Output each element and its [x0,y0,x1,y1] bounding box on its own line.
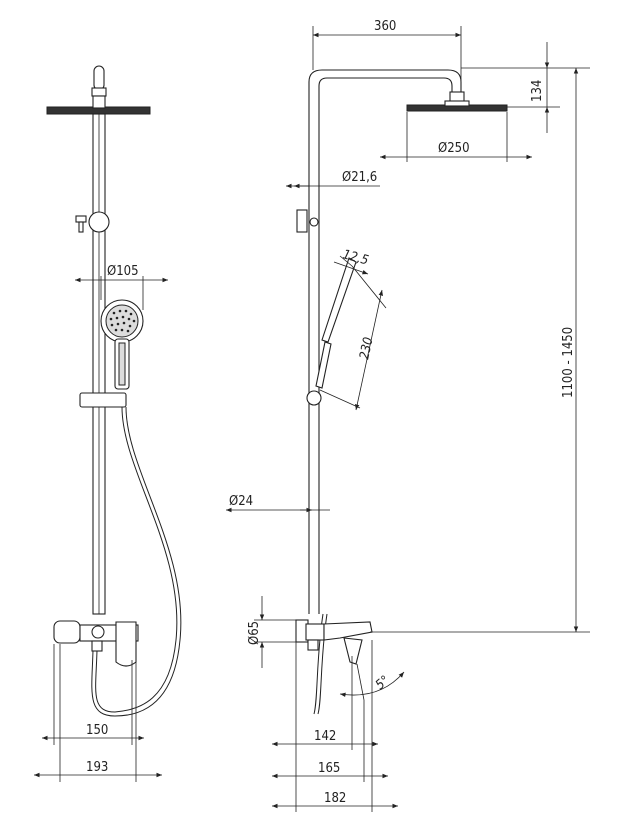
column-top-collar [91,87,107,97]
front-view: Ø105 150 193 [34,65,182,782]
dim-360: 360 [374,19,396,34]
diverter-knob-front [88,211,110,233]
head-connector-front [92,95,106,109]
hand-shower-side [321,257,357,343]
dim-spout-angle: 5° [373,673,393,693]
side-view: 360 134 Ø250 Ø21,6 12,5 230 1100 - 1450 … [226,19,590,812]
dim-pipe-diameter: Ø21,6 [342,170,377,185]
mixer-lever-side [323,621,373,641]
mixer-outlet-front [91,640,103,652]
diverter-lever-front [75,215,87,223]
thermostat-left-front [53,620,81,644]
shower-arm-side [308,69,462,614]
dim-182: 182 [324,791,346,806]
spout-side [343,637,363,665]
dim-total-height: 1100 - 1450 [561,327,576,398]
hose-front [95,406,178,713]
dim-230: 230 [357,336,376,361]
dim-hand-tilt: 12,5 [341,247,370,268]
mixer-lever-front [115,621,137,667]
dim-line-230 [354,289,384,411]
dim-mixer-diameter: Ø65 [247,621,262,645]
mixer-body-side [305,623,325,641]
dim-165: 165 [318,761,340,776]
column-top-cap [93,65,105,91]
slider-holder-front [79,392,127,408]
dim-193: 193 [86,760,108,775]
dim-142: 142 [314,729,336,744]
dim-head-diameter: Ø250 [438,141,470,156]
dim-150: 150 [86,723,108,738]
dim-lower-pipe: Ø24 [229,494,253,509]
angle-arc [339,671,405,698]
slider-holder-side [306,390,322,406]
dim-hand-diameter: Ø105 [107,264,139,279]
dim-134: 134 [530,80,545,102]
diverter-knob-side [296,209,308,233]
